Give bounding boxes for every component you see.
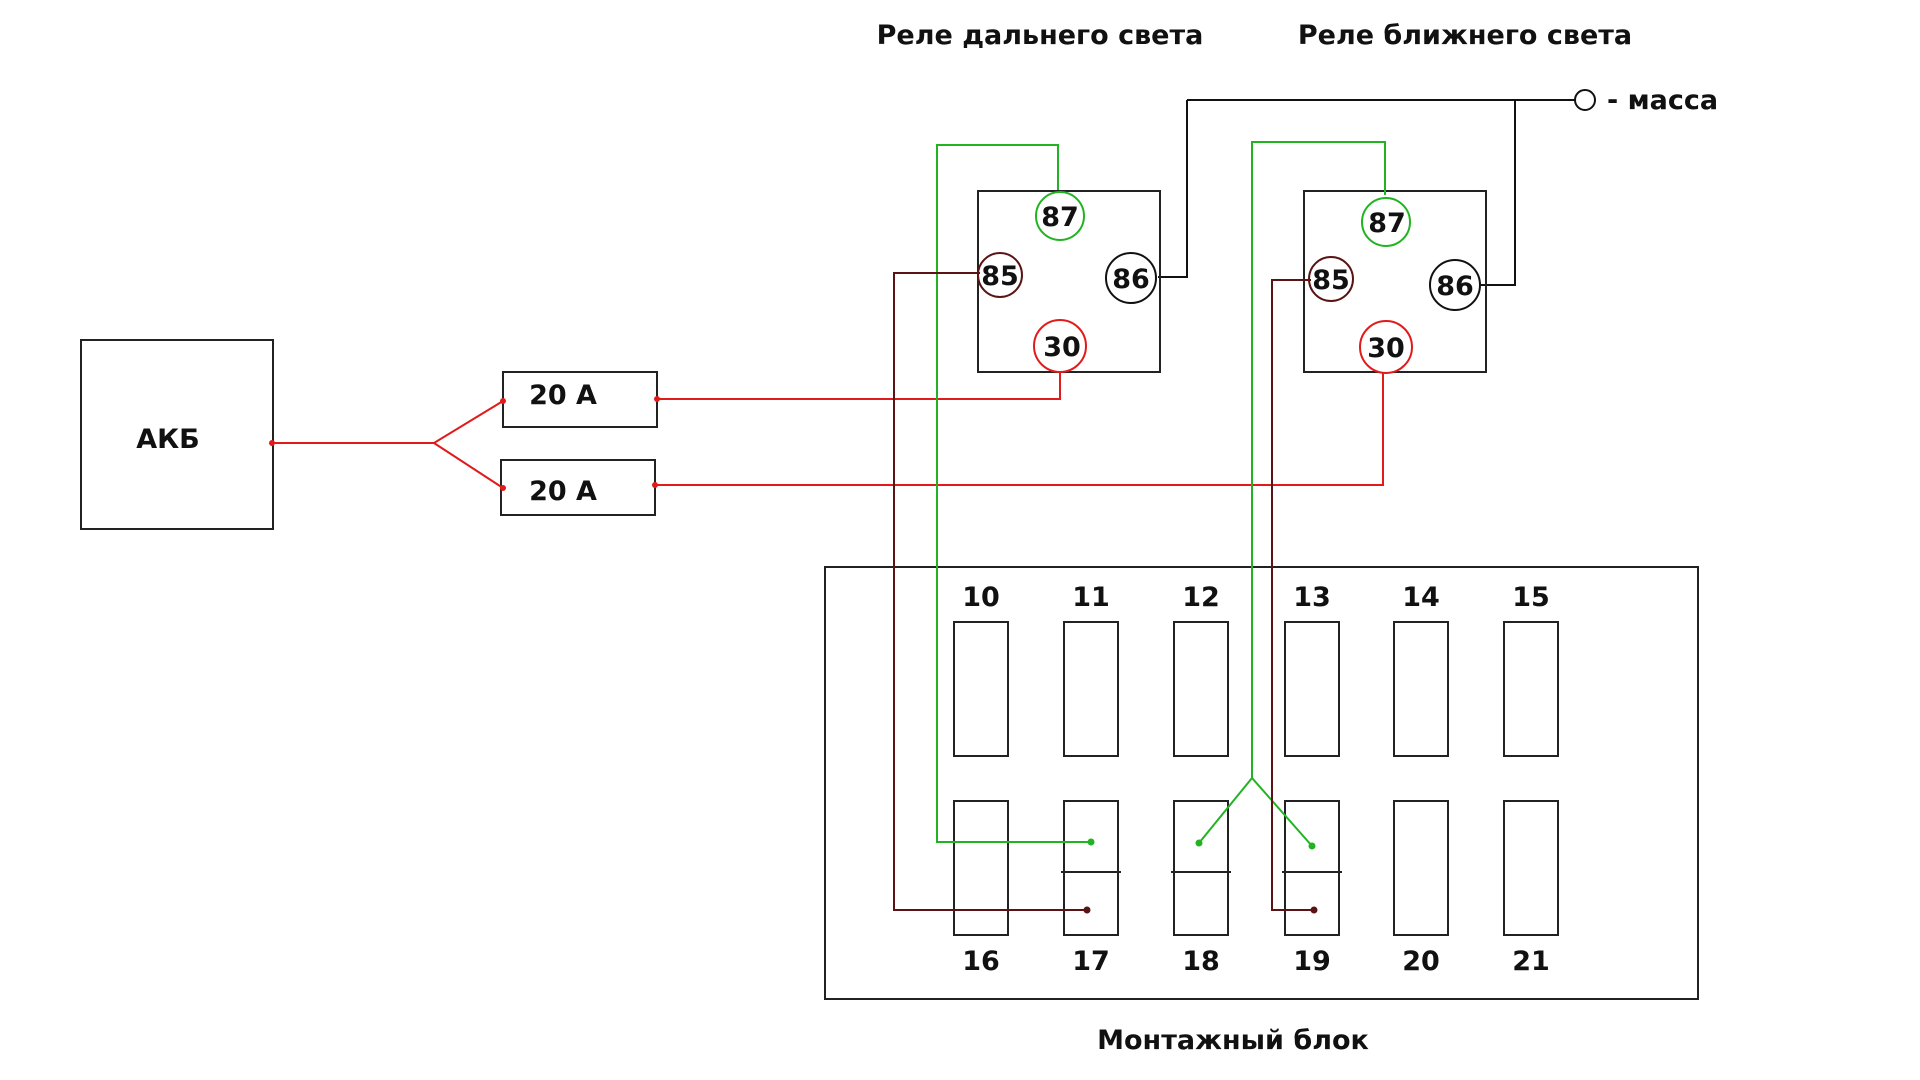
fuse-slot-11-label: 11 — [1072, 582, 1110, 613]
relay-low-85-to-slot19-wire — [1271, 279, 1314, 911]
battery-label: АКБ — [136, 424, 200, 455]
slot18-green-dot — [1195, 839, 1203, 847]
fuse-slot-18 — [1173, 800, 1229, 936]
relay-high-pin-87-label: 87 — [1041, 202, 1079, 233]
relay-high-pin-87 — [1035, 191, 1085, 241]
relay-low-pin-85-label: 85 — [1312, 265, 1350, 296]
fuse-slot-11 — [1063, 621, 1119, 757]
fuse-slot-10 — [953, 621, 1009, 757]
battery-box — [80, 339, 274, 530]
fuse-slot-12-label: 12 — [1182, 582, 1220, 613]
relay-high-pin-86 — [1105, 252, 1157, 304]
relay-low-pin-30-label: 30 — [1367, 333, 1405, 364]
relay-high-87-to-slot17-wire — [936, 144, 1091, 843]
fuse-top-in-dot — [500, 398, 506, 404]
fuse-top-label: 20 А — [529, 380, 597, 411]
slot17-control-dot — [1083, 906, 1091, 914]
relay-high-title: Реле дальнего света — [877, 20, 1204, 51]
fuse-slot-16-label: 16 — [962, 946, 1000, 977]
relay-high-pin-30-label: 30 — [1043, 332, 1081, 363]
fuse-slots-group: 10 11 12 13 14 15 16 17 18 19 20 21 — [953, 582, 1559, 977]
fuse-top-out-dot — [654, 396, 660, 402]
fuse-top-to-relay-high-30-wire — [657, 367, 1061, 400]
fuse-bottom-to-relay-low-30-wire — [655, 371, 1384, 486]
fuse-slot-17-label: 17 — [1072, 946, 1110, 977]
fuse-slot-15 — [1503, 621, 1559, 757]
relay-low-pin-30 — [1359, 320, 1413, 374]
fuse-slot-19-label: 19 — [1293, 946, 1331, 977]
split-to-slot18-wire — [1198, 777, 1253, 844]
ground-terminal — [1574, 89, 1596, 111]
relay-low-pin-86-label: 86 — [1436, 271, 1474, 302]
fuse-slot-14-label: 14 — [1402, 582, 1440, 613]
relay-high-pin-30 — [1033, 319, 1087, 373]
fuse-slot-19 — [1284, 800, 1340, 936]
fuse-slot-21-label: 21 — [1512, 946, 1550, 977]
fuse-slot-20 — [1393, 800, 1449, 936]
relay-high-pin-86-label: 86 — [1112, 264, 1150, 295]
fuse-slot-17 — [1063, 800, 1119, 936]
relay-high-pin-85-label: 85 — [981, 261, 1019, 292]
relay-low-86-ground-wire — [1481, 100, 1516, 286]
relay-high-85-to-slot17-wire — [893, 272, 1087, 911]
relay-low-title: Реле ближнего света — [1298, 20, 1632, 51]
relay-low-pin-87 — [1361, 197, 1411, 247]
fuse-slot-14 — [1393, 621, 1449, 757]
battery-to-fuse-top-wire — [272, 400, 504, 444]
fuse-slot-18-label: 18 — [1182, 946, 1220, 977]
relay-low-pin-87-label: 87 — [1368, 208, 1406, 239]
relay-high-86-ground-wire — [1158, 100, 1188, 278]
fuse-slot-10-label: 10 — [962, 582, 1000, 613]
fuse-slot-21 — [1503, 800, 1559, 936]
mount-block-box — [824, 566, 1699, 1000]
fuse-bottom-in-dot — [500, 485, 506, 491]
fuse-bottom-out-dot — [652, 482, 658, 488]
slot19-control-dot — [1310, 906, 1318, 914]
slot19-green-dot — [1308, 842, 1316, 850]
ground-label: - масса — [1607, 85, 1718, 116]
battery-terminal-dot — [269, 440, 275, 446]
relay-low-87-to-slots18-19-wire — [1251, 141, 1386, 778]
relay-high-pin-85 — [977, 252, 1023, 298]
split-to-slot19-wire — [1251, 777, 1313, 847]
fuse-slot-16 — [953, 800, 1009, 936]
fuse-bottom-label: 20 А — [529, 476, 597, 507]
battery-to-fuse-bottom-wire — [433, 442, 504, 489]
relay-low-pin-86 — [1429, 259, 1481, 311]
mount-block-label: Монтажный блок — [1097, 1025, 1369, 1056]
fuse-slot-13 — [1284, 621, 1340, 757]
fuse-slot-20-label: 20 — [1402, 946, 1440, 977]
fuse-slot-15-label: 15 — [1512, 582, 1550, 613]
fuse-slot-13-label: 13 — [1293, 582, 1331, 613]
slot17-green-dot — [1087, 838, 1095, 846]
fuse-slot-12 — [1173, 621, 1229, 757]
